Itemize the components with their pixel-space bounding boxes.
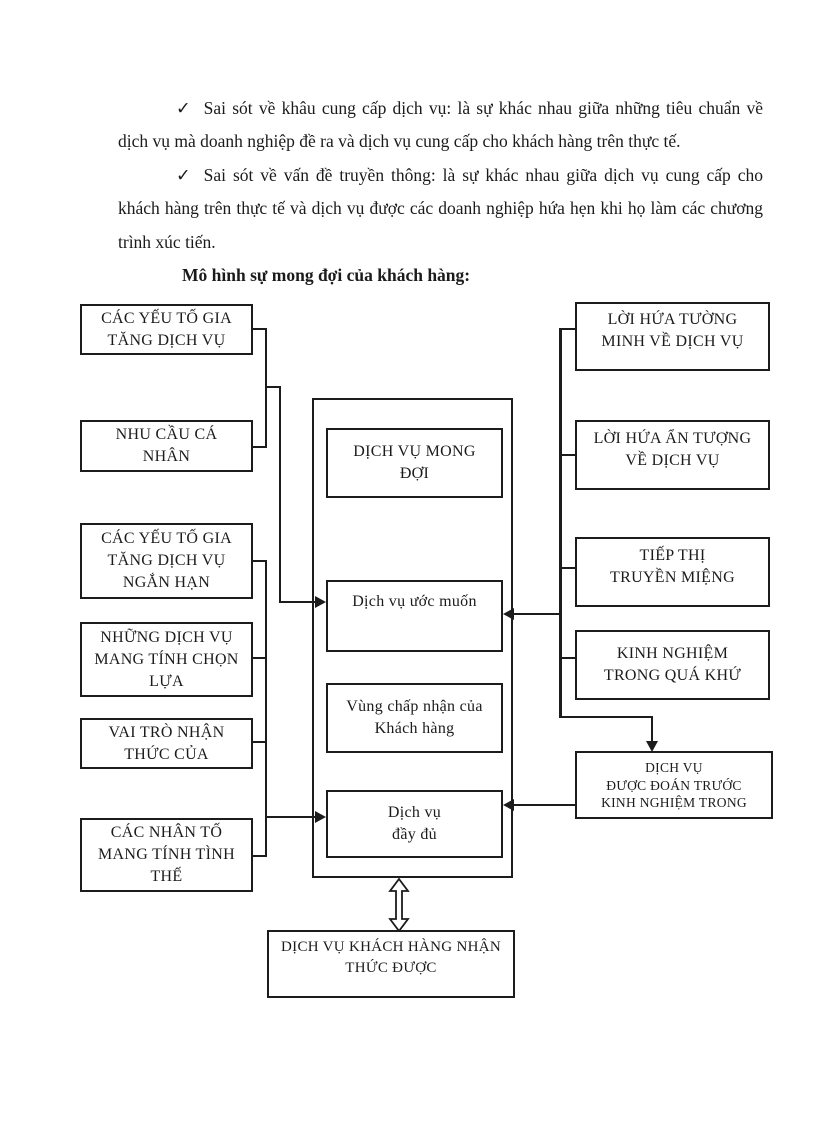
box-expected-service: DỊCH VỤ MONG ĐỢI: [326, 428, 503, 498]
box-label: CÁC YẾU TỐ GIA TĂNG DỊCH VỤ: [101, 309, 232, 349]
box-label: CÁC NHÂN TỐ MANG TÍNH TÌNH THẾ: [98, 824, 235, 885]
arrowhead-right-icon: [315, 596, 326, 608]
connector-line: [561, 454, 575, 456]
box-optional-services: NHỮNG DỊCH VỤ MANG TÍNH CHỌN LỰA: [80, 622, 253, 697]
box-situational-factors: CÁC NHÂN TỐ MANG TÍNH TÌNH THẾ: [80, 818, 253, 892]
text-block: ✓Sai sót về khâu cung cấp dịch vụ: là sự…: [118, 92, 763, 292]
connector-line: [253, 741, 267, 743]
box-implicit-promises: LỜI HỨA ẨN TƯỢNG VỀ DỊCH VỤ: [575, 420, 770, 490]
box-desired-service: Dịch vụ ước muốn: [326, 580, 503, 652]
connector-line: [253, 560, 267, 562]
box-label: TIẾP THỊ TRUYỀN MIỆNG: [610, 547, 735, 586]
paragraph: ✓Sai sót về khâu cung cấp dịch vụ: là sự…: [118, 92, 763, 159]
checkmark-icon: ✓: [176, 164, 191, 185]
checkmark-icon: ✓: [176, 98, 191, 118]
arrowhead-down-icon: [646, 741, 658, 752]
connector-line: [513, 804, 575, 806]
connector-line: [253, 657, 267, 659]
paragraph-text: Sai sót về khâu cung cấp dịch vụ: là sự …: [118, 98, 763, 152]
connector-line: [513, 613, 561, 615]
box-label: NHU CẦU CÁ NHÂN: [115, 426, 218, 465]
box-label: LỜI HỨA TƯỜNG MINH VỀ DỊCH VỤ: [601, 311, 744, 350]
connector-line: [561, 567, 575, 569]
arrowhead-left-icon: [503, 608, 514, 620]
paragraph: ✓Sai sót về vấn đề truyền thông: là sự k…: [118, 159, 763, 259]
box-explicit-promises: LỜI HỨA TƯỜNG MINH VỀ DỊCH VỤ: [575, 302, 770, 371]
connector-line: [279, 601, 316, 603]
connector-line: [279, 386, 281, 603]
center-frame: [312, 398, 513, 878]
box-label: KINH NGHIỆM TRONG QUÁ KHỨ: [603, 645, 742, 684]
arrowhead-right-icon: [315, 811, 326, 823]
connector-line: [265, 816, 315, 818]
connector-line: [651, 716, 653, 742]
box-word-of-mouth: TIẾP THỊ TRUYỀN MIỆNG: [575, 537, 770, 607]
connector-line: [253, 446, 267, 448]
box-label: DỊCH VỤ ĐƯỢC ĐOÁN TRƯỚC KINH NGHIỆM TRON…: [601, 760, 747, 810]
box-zone-of-tolerance: Vùng chấp nhận của Khách hàng: [326, 683, 503, 753]
connector-line: [561, 657, 575, 659]
box-label: Dịch vụ ước muốn: [352, 593, 477, 610]
paragraph-text: Sai sót về vấn đề truyền thông: là sự kh…: [118, 164, 763, 252]
box-label: VAI TRÒ NHẬN THỨC CỦA: [108, 723, 225, 763]
box-label: LỜI HỨA ẨN TƯỢNG VỀ DỊCH VỤ: [593, 430, 752, 469]
arrowhead-left-icon: [503, 799, 514, 811]
section-heading: Mô hình sự mong đợi của khách hàng:: [182, 265, 471, 286]
box-label: Dịch vụ đầy đủ: [387, 804, 442, 843]
connector-line: [265, 328, 267, 448]
box-short-term-enhancers: CÁC YẾU TỐ GIA TĂNG DỊCH VỤ NGẮN HẠN: [80, 523, 253, 599]
connector-line: [559, 328, 562, 718]
box-label: DỊCH VỤ MONG ĐỢI: [353, 443, 476, 482]
connector-line: [253, 328, 267, 330]
box-service-enhancers: CÁC YẾU TỐ GIA TĂNG DỊCH VỤ: [80, 304, 253, 355]
connector-line: [253, 855, 267, 857]
box-adequate-service: Dịch vụ đầy đủ: [326, 790, 503, 858]
box-label: Vùng chấp nhận của Khách hàng: [346, 698, 483, 737]
box-perceived-service: DỊCH VỤ KHÁCH HÀNG NHẬN THỨC ĐƯỢC: [267, 930, 515, 998]
box-personal-needs: NHU CẦU CÁ NHÂN: [80, 420, 253, 472]
box-perceived-role: VAI TRÒ NHẬN THỨC CỦA: [80, 718, 253, 769]
connector-line: [265, 386, 281, 388]
connector-line: [265, 560, 267, 857]
box-predicted-service: DỊCH VỤ ĐƯỢC ĐOÁN TRƯỚC KINH NGHIỆM TRON…: [575, 751, 773, 819]
box-past-experience: KINH NGHIỆM TRONG QUÁ KHỨ: [575, 630, 770, 700]
box-label: DỊCH VỤ KHÁCH HÀNG NHẬN THỨC ĐƯỢC: [281, 939, 501, 976]
connector-line: [559, 716, 653, 718]
double-arrow-icon: [388, 878, 410, 932]
box-label: NHỮNG DỊCH VỤ MANG TÍNH CHỌN LỰA: [94, 628, 239, 690]
box-label: CÁC YẾU TỐ GIA TĂNG DỊCH VỤ NGẮN HẠN: [101, 530, 232, 591]
connector-line: [561, 328, 575, 330]
